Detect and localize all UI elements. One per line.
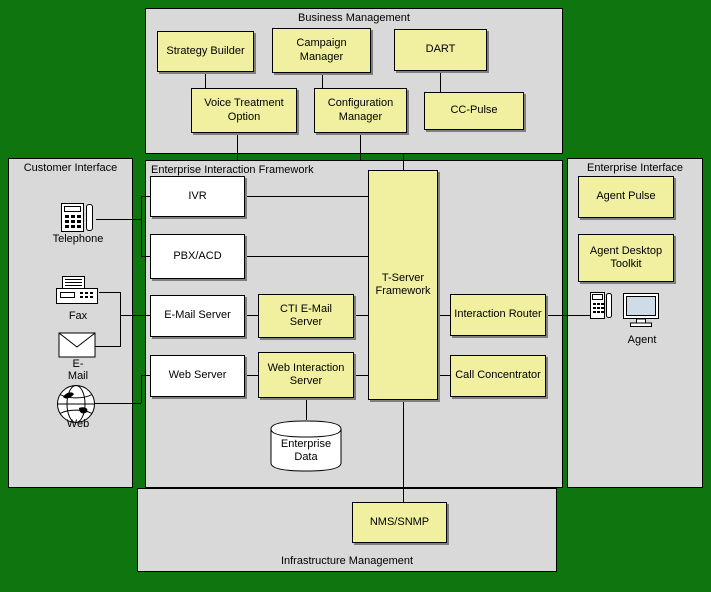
enterprise-data-label: Enterprise Data xyxy=(280,438,332,464)
node-web-server: Web Server xyxy=(150,355,245,397)
node-dart: DART xyxy=(394,29,487,71)
telephone-icon xyxy=(58,200,96,234)
node-campaign-manager: Campaign Manager xyxy=(272,28,371,73)
connector-line xyxy=(403,154,404,170)
business-panel-title: Business Management xyxy=(298,12,410,24)
connector-line xyxy=(141,196,150,197)
enterprise-data-store: Enterprise Data xyxy=(268,418,344,474)
connector-line xyxy=(306,398,307,420)
agent-label: Agent xyxy=(627,334,657,346)
node-cti-email-server: CTI E-Mail Server xyxy=(258,294,354,338)
agent-panel-title: Enterprise Interface xyxy=(587,162,683,174)
connector-line xyxy=(438,375,450,376)
node-email-server: E-Mail Server xyxy=(150,295,245,337)
node-pbx-acd: PBX/ACD xyxy=(150,234,245,279)
node-nms-snmp: NMS/SNMP xyxy=(352,502,447,543)
connector-line xyxy=(141,375,150,376)
connector-line xyxy=(245,256,368,257)
connector-line xyxy=(120,292,121,347)
connector-line xyxy=(94,346,120,347)
customer-panel-title: Customer Interface xyxy=(23,162,118,174)
connector-line xyxy=(354,375,368,376)
connector-line xyxy=(440,71,441,92)
node-strategy-builder: Strategy Builder xyxy=(157,31,254,72)
email-envelope-icon xyxy=(58,332,96,358)
agent-monitor-icon xyxy=(622,292,662,330)
agent-phone-icon xyxy=(589,290,613,322)
panel-infrastructure-management: Infrastructure Management xyxy=(137,488,557,572)
web-label: Web xyxy=(66,418,90,430)
node-web-interaction-server: Web Interaction Server xyxy=(258,352,354,398)
email-label: E- Mail xyxy=(67,358,89,383)
connector-line xyxy=(546,315,593,316)
connector-line xyxy=(205,72,206,88)
fax-label: Fax xyxy=(68,310,88,322)
node-configuration-manager: Configuration Manager xyxy=(314,88,407,133)
infrastructure-panel-title: Infrastructure Management xyxy=(280,555,414,567)
connector-line xyxy=(322,73,323,88)
node-agent-pulse: Agent Pulse xyxy=(578,176,674,218)
connector-line xyxy=(245,375,258,376)
telephone-label: Telephone xyxy=(52,233,104,245)
node-ivr: IVR xyxy=(150,176,245,217)
panel-customer-interface: Customer Interface xyxy=(8,158,133,488)
fax-icon xyxy=(54,274,100,308)
connector-line xyxy=(438,315,450,316)
connector-line xyxy=(141,256,150,257)
connector-line xyxy=(403,400,404,502)
connector-line xyxy=(245,315,258,316)
node-call-concentrator: Call Concentrator xyxy=(450,355,546,397)
node-cc-pulse: CC-Pulse xyxy=(424,92,524,130)
connector-line xyxy=(360,133,361,161)
connector-line xyxy=(92,403,141,404)
node-interaction-router: Interaction Router xyxy=(450,294,546,336)
connector-line xyxy=(99,292,120,293)
connector-line xyxy=(141,375,142,403)
web-globe-icon xyxy=(56,384,96,424)
connector-line xyxy=(354,315,368,316)
connector-line xyxy=(141,196,142,257)
database-cylinder-icon xyxy=(270,420,342,472)
connector-line xyxy=(245,196,368,197)
enterprise-panel-title: Enterprise Interaction Framework xyxy=(151,164,314,176)
node-agent-desktop-toolkit: Agent Desktop Toolkit xyxy=(578,234,674,282)
connector-line xyxy=(120,315,150,316)
node-voice-treatment-option: Voice Treatment Option xyxy=(191,88,297,133)
connector-line xyxy=(237,133,238,161)
node-tserver-framework: T-Server Framework xyxy=(368,170,438,400)
connector-line xyxy=(96,219,141,220)
